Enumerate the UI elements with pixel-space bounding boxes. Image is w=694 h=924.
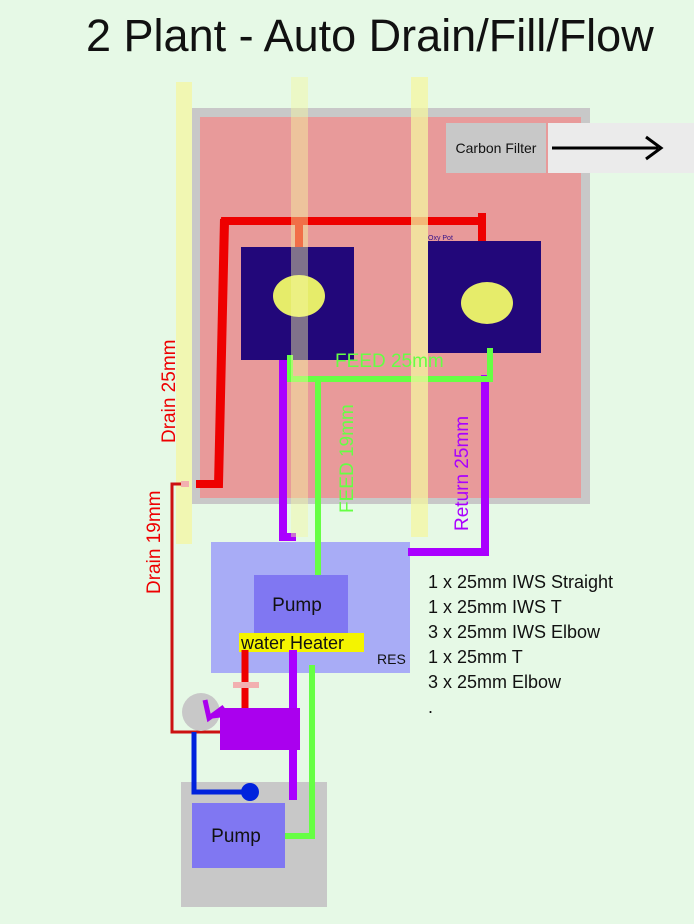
highlight-feed-19 <box>291 77 308 537</box>
drain-25-label: Drain 25mm <box>159 340 180 443</box>
res-label: RES <box>377 651 406 667</box>
highlight-drain <box>176 82 192 544</box>
pot-1-plant <box>273 275 325 317</box>
blue-float-icon <box>241 783 259 801</box>
water-heater-label: water Heater <box>240 633 344 653</box>
manifold-arrow-icon <box>202 699 226 723</box>
return-25-label: Return 25mm <box>452 416 473 531</box>
parts-list-item: 1 x 25mm IWS T <box>428 597 562 617</box>
bottom-pump <box>192 803 285 868</box>
feed-25-line <box>287 348 493 382</box>
pot-2-plant <box>461 282 513 324</box>
highlight-return <box>411 77 428 537</box>
drain-19-label: Drain 19mm <box>144 491 165 594</box>
feed-25-label: FEED 25mm <box>335 351 444 372</box>
valve-circle <box>182 693 220 731</box>
feed-19-label: FEED 19mm <box>337 404 358 513</box>
reservoir-pump-label: Pump <box>272 595 322 616</box>
blue-line <box>191 732 250 795</box>
parts-list-item: 1 x 25mm T <box>428 647 523 667</box>
water-heater-highlight <box>239 633 364 652</box>
reservoir-pump <box>254 575 348 634</box>
drain-25-drop <box>214 218 228 487</box>
parts-list-item: 3 x 25mm IWS Elbow <box>428 622 601 642</box>
manifold-arm <box>211 709 246 719</box>
diagram-title: 2 Plant - Auto Drain/Fill/Flow <box>86 10 654 61</box>
exhaust-arrow-head-icon <box>645 135 664 161</box>
parts-list-item: 1 x 25mm IWS Straight <box>428 572 614 592</box>
carbon-filter-label: Carbon Filter <box>456 140 537 156</box>
parts-list-item: . <box>428 697 434 717</box>
parts-list: 1 x 25mm IWS Straight 1 x 25mm IWS T 3 x… <box>428 570 613 720</box>
carbon-filter-box <box>446 123 546 173</box>
bottom-pump-label: Pump <box>211 826 261 847</box>
oxy-pot-label: Oxy Pot <box>428 235 453 242</box>
feed-bottom-line <box>277 665 315 839</box>
parts-list-item: 3 x 25mm Elbow <box>428 672 562 692</box>
return-line-right <box>408 375 489 556</box>
